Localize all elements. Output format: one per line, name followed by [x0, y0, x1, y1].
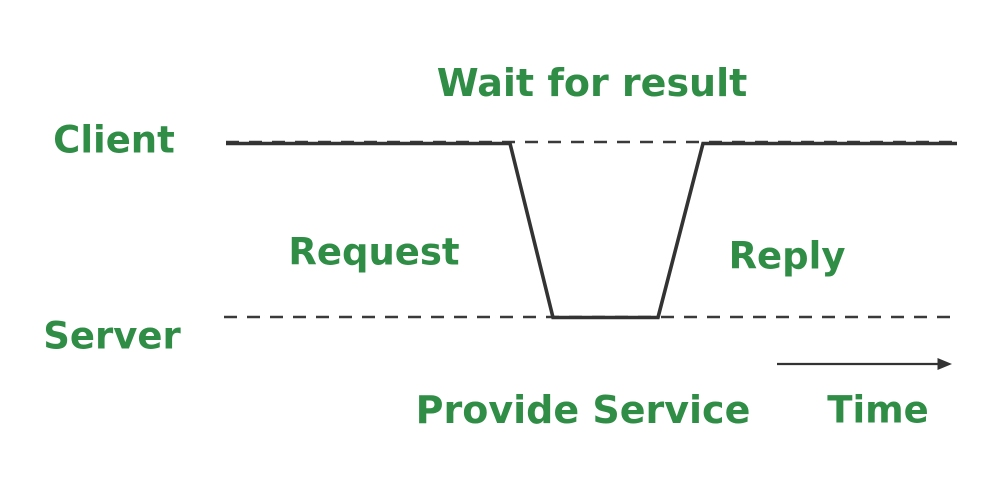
time-label: Time	[827, 388, 929, 432]
client-label: Client	[53, 118, 175, 162]
server-label: Server	[43, 314, 181, 358]
provide-service-label: Provide Service	[415, 388, 751, 432]
execution-flow-line	[226, 141, 957, 320]
reply-label: Reply	[728, 234, 846, 278]
request-label: Request	[288, 230, 460, 274]
time-arrow-icon	[777, 358, 952, 370]
time-arrow-head	[937, 358, 952, 370]
wait-for-result-label: Wait for result	[436, 61, 748, 105]
